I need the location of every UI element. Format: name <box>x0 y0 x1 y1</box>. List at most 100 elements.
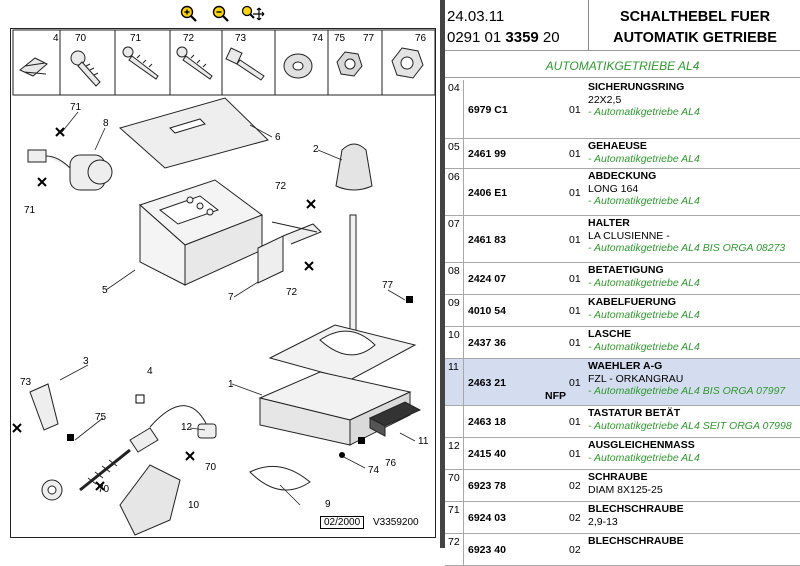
part-name: ABDECKUNG <box>588 170 657 182</box>
part-reference[interactable]: 6923 78 <box>468 480 506 492</box>
part-name: LASCHE <box>588 328 632 340</box>
applicability: - Automatikgetriebe AL4 <box>588 340 700 353</box>
part-name: SCHRAUBE <box>588 471 648 483</box>
applicability: - Automatikgetriebe AL4 <box>588 451 700 464</box>
svg-text:5: 5 <box>102 285 108 296</box>
nfp-badge: NFP <box>545 390 566 402</box>
part-reference[interactable]: 2463 18 <box>468 416 506 428</box>
svg-text:8: 8 <box>103 118 109 129</box>
applicability: - Automatikgetriebe AL4 <box>588 152 700 165</box>
svg-text:73: 73 <box>235 33 247 44</box>
svg-text:4: 4 <box>53 33 59 44</box>
part-reference[interactable]: 2461 99 <box>468 148 506 160</box>
part-reference[interactable]: 6923 40 <box>468 544 506 556</box>
zoom-out-icon[interactable] <box>210 5 232 23</box>
part-reference[interactable]: 2415 40 <box>468 448 506 460</box>
part-reference[interactable]: 6924 03 <box>468 512 506 524</box>
part-spec: LONG 164 <box>588 182 639 195</box>
svg-text:4: 4 <box>147 366 153 377</box>
quantity: 02 <box>569 480 581 492</box>
part-description: BETAETIGUNG- Automatikgetriebe AL4 <box>588 264 798 289</box>
position-number: 11 <box>448 361 459 373</box>
svg-text:10: 10 <box>188 500 200 511</box>
page-title: SCHALTHEBEL FUER AUTOMATIK GETRIEBE <box>613 9 777 46</box>
position-number: 04 <box>448 82 460 94</box>
svg-text:6: 6 <box>275 132 281 143</box>
svg-text:71: 71 <box>130 33 142 44</box>
position-number: 09 <box>448 297 460 309</box>
zoom-in-icon[interactable] <box>178 5 200 23</box>
parts-header: 24.03.11 0291 01 3359 20 SCHALTHEBEL FUE… <box>445 0 800 50</box>
svg-text:11: 11 <box>418 436 429 447</box>
svg-text:72: 72 <box>183 33 195 44</box>
part-spec: DIAM 8X125-25 <box>588 483 663 496</box>
part-description: TASTATUR BETÄT- Automatikgetriebe AL4 SE… <box>588 407 798 432</box>
svg-text:72: 72 <box>275 181 287 192</box>
position-number: 06 <box>448 171 460 183</box>
zoom-pan-icon[interactable] <box>241 5 265 23</box>
applicability: - Automatikgetriebe AL4 <box>588 308 700 321</box>
svg-text:71: 71 <box>70 102 82 113</box>
part-name: HALTER <box>588 217 630 229</box>
applicability: - Automatikgetriebe AL4 <box>588 195 700 208</box>
svg-text:1: 1 <box>228 379 234 390</box>
part-spec: FZL - ORKANGRAU <box>588 372 684 385</box>
part-name: AUSGLEICHENMASS <box>588 439 695 451</box>
quantity: 01 <box>569 448 581 460</box>
drawing-date: 02/2000 <box>320 516 365 529</box>
zoom-toolbar <box>178 4 265 24</box>
position-number: 12 <box>448 440 460 452</box>
header-date: 24.03.11 <box>447 8 505 25</box>
applicability: - Automatikgetriebe AL4 BIS ORGA 07997 <box>588 385 786 398</box>
svg-text:12: 12 <box>181 422 193 433</box>
part-reference[interactable]: 2424 07 <box>468 273 506 285</box>
svg-text:7: 7 <box>228 292 234 303</box>
svg-text:75: 75 <box>95 412 107 423</box>
quantity: 01 <box>569 187 581 199</box>
quantity: 01 <box>569 148 581 160</box>
part-reference[interactable]: 2406 E1 <box>468 187 508 199</box>
position-number: 08 <box>448 265 460 277</box>
table-row[interactable]: 12 2415 40 01 AUSGLEICHENMASS- Automatikget… <box>445 438 800 470</box>
part-reference[interactable]: 2437 36 <box>468 337 506 349</box>
part-name: BETAETIGUNG <box>588 264 664 276</box>
applicability: - Automatikgetriebe AL4 BIS ORGA 08273 <box>588 242 786 255</box>
svg-text:74: 74 <box>368 465 380 476</box>
position-number: 07 <box>448 218 460 230</box>
svg-text:75: 75 <box>334 33 346 44</box>
position-number: 72 <box>448 536 460 548</box>
svg-text:71: 71 <box>24 205 36 216</box>
position-number: 70 <box>448 472 460 484</box>
svg-text:2: 2 <box>313 144 319 155</box>
quantity: 02 <box>569 512 581 524</box>
position-number: 05 <box>448 141 460 153</box>
svg-text:3: 3 <box>83 356 89 367</box>
part-reference[interactable]: 4010 54 <box>468 305 506 317</box>
applicability: - Automatikgetriebe AL4 <box>588 106 700 119</box>
header-reference: 0291 01 3359 20 <box>447 29 560 46</box>
part-reference[interactable]: 2463 21 <box>468 377 506 389</box>
part-name: TASTATUR BETÄT <box>588 407 681 419</box>
part-spec: LA CLUSIENNE - <box>588 229 670 242</box>
svg-text:70: 70 <box>75 33 87 44</box>
svg-text:72: 72 <box>286 287 298 298</box>
panel-divider[interactable] <box>440 0 445 548</box>
part-reference[interactable]: 2461 83 <box>468 234 506 246</box>
part-description: BLECHSCHRAUBE <box>588 535 798 548</box>
part-reference[interactable]: 6979 C1 <box>468 104 508 116</box>
